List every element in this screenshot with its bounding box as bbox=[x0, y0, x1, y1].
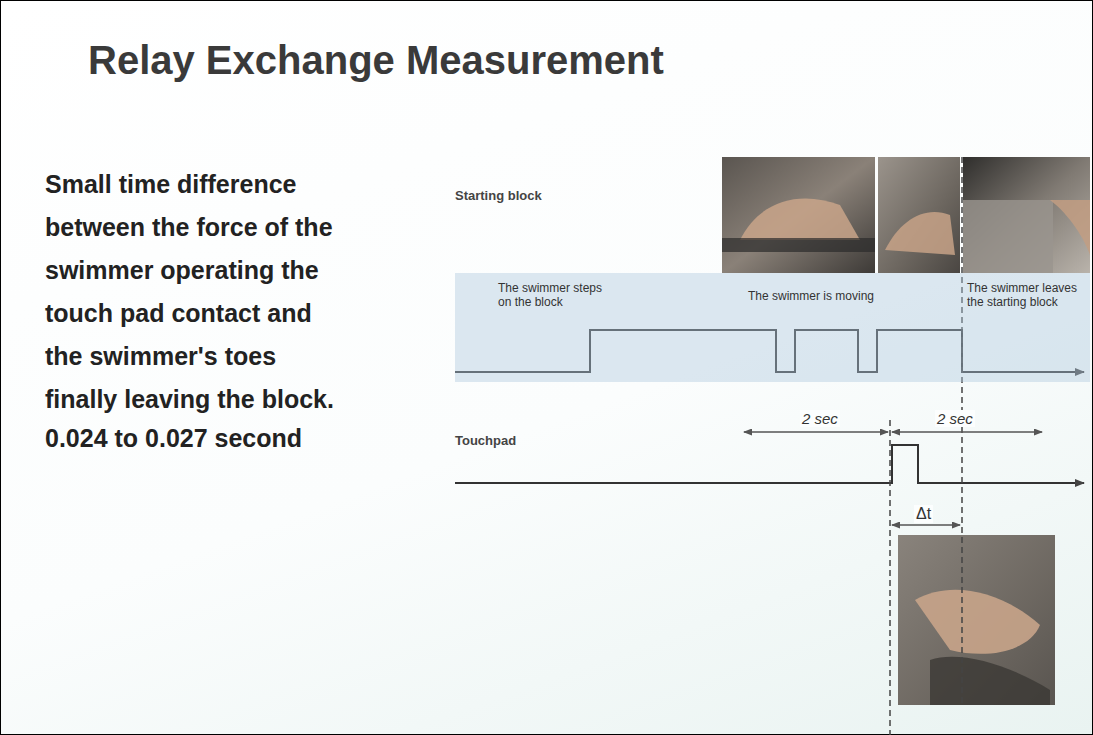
phase-band: The swimmer leaves the starting block bbox=[962, 273, 1090, 382]
touchpad-signal bbox=[455, 445, 1084, 483]
window-duration: 2 sec bbox=[935, 410, 975, 427]
phase-text: The swimmer is moving bbox=[748, 289, 948, 303]
delta-arrow bbox=[892, 524, 960, 526]
touchpad-photo bbox=[898, 535, 1055, 705]
phase-band: The swimmer steps on the block bbox=[455, 273, 720, 382]
phase-text: The swimmer leaves the starting block bbox=[967, 281, 1085, 309]
slide-title: Relay Exchange Measurement bbox=[88, 38, 664, 83]
window-arrow bbox=[892, 431, 1042, 433]
signal-name: Starting block bbox=[455, 188, 542, 203]
phase-text: The swimmer steps on the block bbox=[498, 281, 618, 309]
signal-name: Touchpad bbox=[455, 433, 516, 448]
window-arrow bbox=[744, 431, 888, 433]
phase-band: The swimmer is moving bbox=[720, 273, 962, 382]
measured-range: 0.024 to 0.027 second bbox=[45, 424, 302, 453]
leave-marker bbox=[961, 157, 963, 705]
touch-marker bbox=[889, 420, 891, 735]
block-photos bbox=[722, 157, 1090, 273]
delta-time: Δt bbox=[914, 505, 933, 523]
window-duration: 2 sec bbox=[800, 410, 840, 427]
description-text: Small time difference between the force … bbox=[45, 163, 347, 421]
